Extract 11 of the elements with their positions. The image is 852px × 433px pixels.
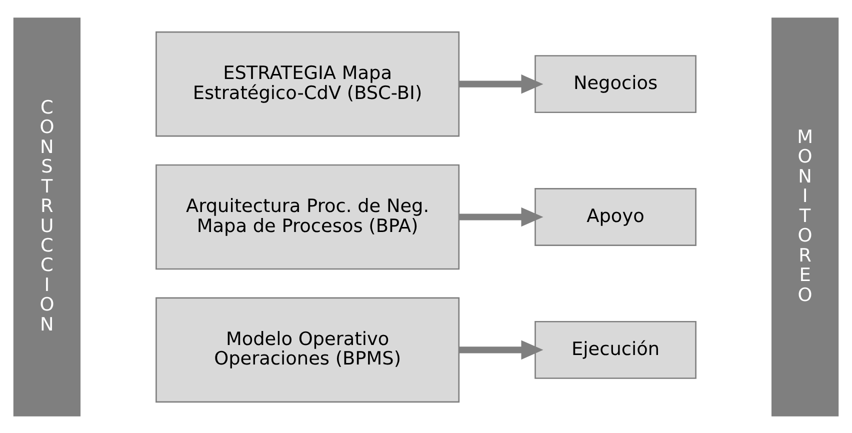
node-box: Arquitectura Proc. de Neg. Mapa de Procesos (BPA) <box>156 164 460 270</box>
node-box: ESTRATEGIA Mapa Estratégico-CdV (BSC-BI) <box>156 30 460 136</box>
arrow <box>459 340 544 360</box>
node-box: M O N I T O R E O <box>771 17 839 416</box>
node-box: Modelo Operativo Operaciones (BPMS) <box>156 296 460 402</box>
arrow <box>459 74 544 94</box>
node-box: Apoyo <box>534 188 696 246</box>
node-box: Negocios <box>534 54 696 113</box>
node-box: C O N S T R U C C I O N <box>13 17 81 416</box>
arrow <box>459 206 544 226</box>
node-box: Ejecución <box>534 320 696 378</box>
